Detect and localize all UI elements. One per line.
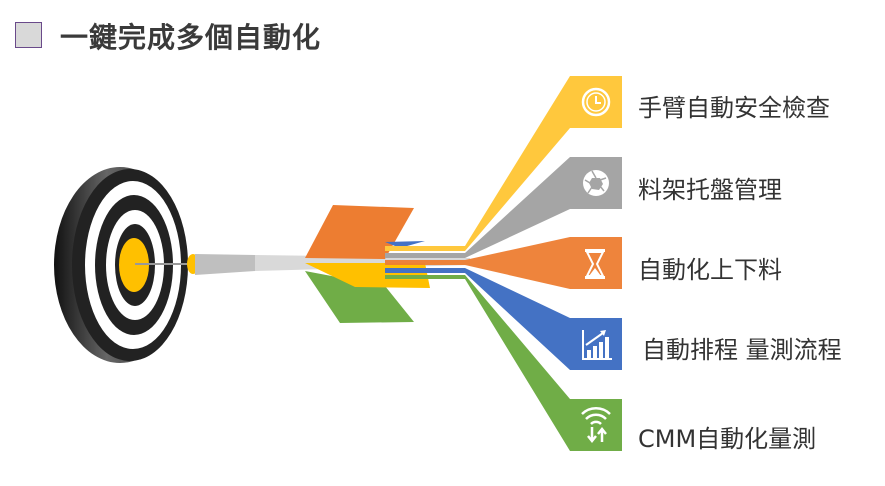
title-marker bbox=[15, 22, 42, 48]
wireless-transfer-icon bbox=[581, 407, 611, 444]
item-label-auto-scheduling: 自動排程 量測流程 bbox=[642, 336, 842, 364]
target-board bbox=[54, 167, 188, 363]
item-label-auto-loading: 自動化上下料 bbox=[638, 256, 782, 284]
page-title: 一鍵完成多個自動化 bbox=[60, 21, 322, 54]
item-label-rack-tray-management: 料架托盤管理 bbox=[638, 176, 782, 204]
dart bbox=[135, 205, 470, 323]
aperture-icon bbox=[583, 170, 609, 196]
fan-connectors bbox=[385, 76, 622, 451]
item-label-arm-safety-check: 手臂自動安全檢查 bbox=[638, 94, 830, 122]
hourglass-icon bbox=[585, 249, 605, 279]
bar-chart-icon bbox=[582, 330, 612, 360]
clock-icon bbox=[581, 87, 611, 117]
item-label-cmm-measurement: CMM自動化量測 bbox=[638, 425, 817, 453]
